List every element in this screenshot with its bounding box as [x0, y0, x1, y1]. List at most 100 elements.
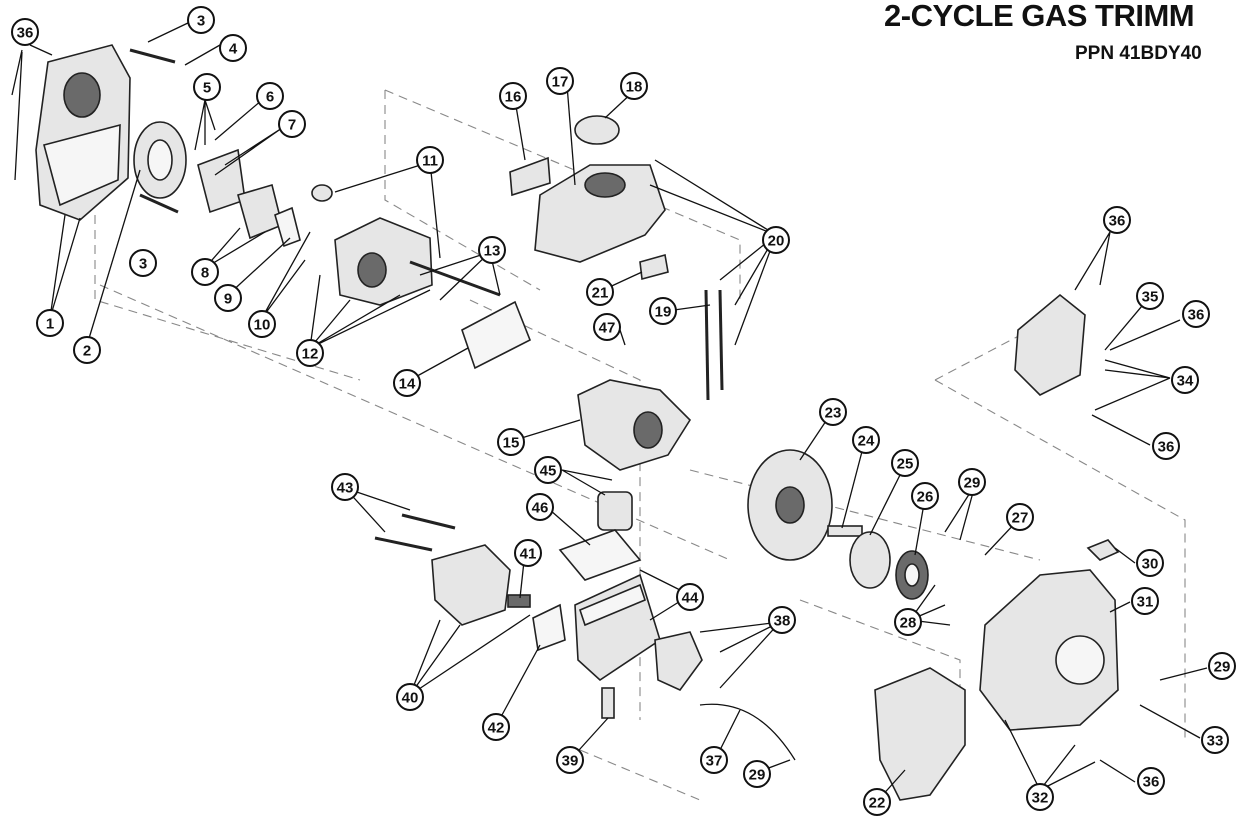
svg-text:43: 43 [337, 480, 354, 497]
svg-text:17: 17 [552, 74, 569, 91]
svg-text:46: 46 [532, 500, 549, 517]
callout-37: 37 [700, 746, 728, 774]
fuel-line [704, 289, 710, 401]
svg-text:15: 15 [503, 435, 520, 452]
gasket [532, 603, 566, 652]
svg-text:23: 23 [825, 405, 842, 422]
svg-text:32: 32 [1032, 790, 1049, 807]
callout-19: 19 [649, 297, 677, 325]
svg-text:38: 38 [774, 613, 791, 630]
clutch-housing [1014, 293, 1086, 396]
callout-36: 36 [11, 18, 39, 46]
svg-text:29: 29 [964, 475, 981, 492]
callout-33: 33 [1201, 726, 1229, 754]
svg-text:37: 37 [706, 753, 723, 770]
callout-6: 6 [256, 82, 284, 110]
svg-text:34: 34 [1177, 373, 1194, 390]
callout-43: 43 [331, 473, 359, 501]
starter-housing [979, 569, 1119, 731]
muffler-screen [507, 594, 531, 608]
flywheel-hub [775, 486, 805, 524]
callout-7: 7 [278, 110, 306, 138]
cover-vent [63, 72, 101, 118]
callout-42: 42 [482, 713, 510, 741]
svg-text:26: 26 [917, 489, 934, 506]
callout-23: 23 [819, 398, 847, 426]
svg-text:31: 31 [1137, 594, 1154, 611]
callout-18: 18 [620, 72, 648, 100]
svg-text:16: 16 [505, 89, 522, 106]
fuel-line [718, 289, 724, 391]
svg-text:3: 3 [197, 13, 205, 30]
cover-fins [43, 123, 121, 207]
callout-40: 40 [396, 683, 424, 711]
cylinder [574, 573, 661, 682]
parts-illustration [35, 44, 1120, 801]
svg-text:42: 42 [488, 720, 505, 737]
svg-text:45: 45 [540, 463, 557, 480]
bolt [401, 513, 456, 530]
bracket [639, 253, 669, 281]
rod [409, 260, 501, 297]
callout-3b: 3 [129, 249, 157, 277]
gasket [558, 529, 642, 581]
svg-text:9: 9 [224, 291, 232, 308]
screw [129, 48, 176, 64]
svg-text:29: 29 [1214, 659, 1231, 676]
svg-text:6: 6 [266, 89, 274, 106]
callout-22: 22 [863, 788, 891, 816]
callout-21: 21 [586, 278, 614, 306]
callout-36e: 36 [1137, 767, 1165, 795]
callout-3: 3 [187, 6, 215, 34]
svg-text:18: 18 [626, 79, 643, 96]
svg-text:21: 21 [592, 285, 609, 302]
svg-text:36: 36 [17, 25, 34, 42]
callout-24: 24 [852, 426, 880, 454]
callout-13: 13 [478, 236, 506, 264]
callout-14: 14 [393, 369, 421, 397]
svg-text:27: 27 [1012, 510, 1029, 527]
pulley [849, 531, 891, 589]
spring-center [904, 563, 920, 587]
svg-text:36: 36 [1158, 439, 1175, 456]
svg-text:35: 35 [1142, 289, 1159, 306]
diagram-title: 2-CYCLE GAS TRIMM [884, 0, 1195, 33]
callout-32: 32 [1026, 783, 1054, 811]
intake-port [357, 252, 387, 288]
callout-31: 31 [1131, 587, 1159, 615]
ignition-coil [654, 631, 703, 691]
callout-26: 26 [911, 482, 939, 510]
callout-28: 28 [894, 608, 922, 636]
carburetor [237, 183, 283, 240]
piston [597, 491, 633, 531]
spark-plug [601, 687, 615, 719]
callout-10: 10 [248, 310, 276, 338]
callout-29b: 29 [1208, 652, 1236, 680]
air-filter-core [147, 139, 173, 181]
primer-bulb [311, 184, 333, 202]
svg-text:10: 10 [254, 317, 271, 334]
callout-44: 44 [676, 583, 704, 611]
callout-47: 47 [593, 313, 621, 341]
svg-text:8: 8 [201, 265, 209, 282]
bolt [374, 536, 433, 552]
muffler [431, 544, 511, 626]
callout-30: 30 [1136, 549, 1164, 577]
screw [139, 193, 179, 214]
svg-text:3: 3 [139, 256, 147, 273]
gasket [274, 206, 301, 248]
svg-text:44: 44 [682, 590, 699, 607]
callout-9: 9 [214, 284, 242, 312]
callout-27: 27 [1006, 503, 1034, 531]
starter-hub [1055, 635, 1105, 685]
crankcase-bearing [633, 411, 663, 449]
svg-text:40: 40 [402, 690, 419, 707]
svg-text:33: 33 [1207, 733, 1224, 750]
fuel-cap [574, 115, 620, 145]
svg-text:11: 11 [422, 153, 438, 170]
svg-text:4: 4 [229, 41, 238, 58]
svg-text:29: 29 [749, 767, 766, 784]
cylinder-fins [579, 583, 646, 627]
shaft [827, 525, 863, 537]
